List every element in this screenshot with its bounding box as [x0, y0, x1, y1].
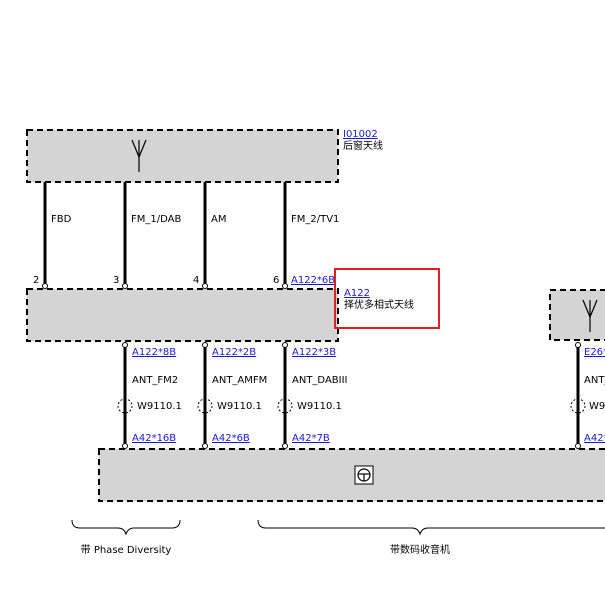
- connector-a122-8b[interactable]: A122*8B: [132, 347, 176, 358]
- pin-number-2: 2: [33, 275, 39, 286]
- shield-icon: [570, 398, 586, 414]
- bottom-wires: [123, 345, 580, 446]
- connector-a42-16b[interactable]: A42*16B: [132, 433, 176, 444]
- shield-label-partial: W9: [589, 401, 605, 412]
- pin-number-3: 3: [113, 275, 119, 286]
- pin-number-4: 4: [193, 275, 199, 286]
- rear-window-antenna-box: [26, 129, 339, 183]
- wire-label-fm2-tv1: FM_2/TV1: [291, 214, 339, 225]
- diversity-antenna-link[interactable]: A122: [344, 288, 370, 299]
- connector-a42-6b[interactable]: A42*6B: [212, 433, 250, 444]
- connector-e26-partial[interactable]: E26*: [584, 347, 605, 358]
- rear-window-antenna-name: 后窗天线: [343, 139, 383, 152]
- shield-label-2: W9110.1: [217, 401, 262, 412]
- shield-label-1: W9110.1: [137, 401, 182, 412]
- connector-a122-6b[interactable]: A122*6B: [291, 275, 335, 286]
- diversity-antenna-name: 择优多相式天线: [344, 298, 414, 311]
- rear-window-antenna-link[interactable]: I01002: [343, 129, 378, 140]
- wire-label-am: AM: [211, 214, 226, 225]
- wire-label-fbd: FBD: [51, 214, 72, 225]
- diversity-antenna-box: [26, 288, 339, 342]
- connector-a42-7b[interactable]: A42*7B: [292, 433, 330, 444]
- steering-wheel-icon: [354, 465, 374, 485]
- antenna-icon: [582, 299, 598, 332]
- connector-a122-2b[interactable]: A122*2B: [212, 347, 256, 358]
- shield-label-3: W9110.1: [297, 401, 342, 412]
- connector-a42-partial[interactable]: A42*: [584, 433, 605, 444]
- antenna-icon: [131, 139, 147, 172]
- highlight-rectangle: [334, 268, 440, 329]
- bracket-phase-diversity: [71, 519, 181, 536]
- bracket-digital-radio: [257, 519, 605, 536]
- shield-icon: [277, 398, 293, 414]
- wire-label-partial: ANT_: [584, 375, 605, 386]
- top-wires: [43, 182, 287, 286]
- shield-icon: [197, 398, 213, 414]
- radio-receiver-box: [98, 448, 605, 502]
- bracket-label-phase-diversity: 带 Phase Diversity: [81, 544, 172, 556]
- top-pin-circles: [42, 283, 288, 289]
- pin-number-6: 6: [273, 275, 279, 286]
- wire-label-fm1-dab: FM_1/DAB: [131, 214, 181, 225]
- shield-icon: [117, 398, 133, 414]
- wire-label-ant-fm2: ANT_FM2: [132, 375, 178, 386]
- bottom-pin-circles: [122, 342, 581, 449]
- wire-label-ant-dabiii: ANT_DABIII: [292, 375, 348, 386]
- wire-label-ant-amfm: ANT_AMFM: [212, 375, 267, 386]
- right-partial-antenna-box: [549, 289, 605, 341]
- bracket-label-digital-radio: 带数码收音机: [390, 543, 450, 556]
- shield-icons: [117, 398, 586, 414]
- connector-a122-3b[interactable]: A122*3B: [292, 347, 336, 358]
